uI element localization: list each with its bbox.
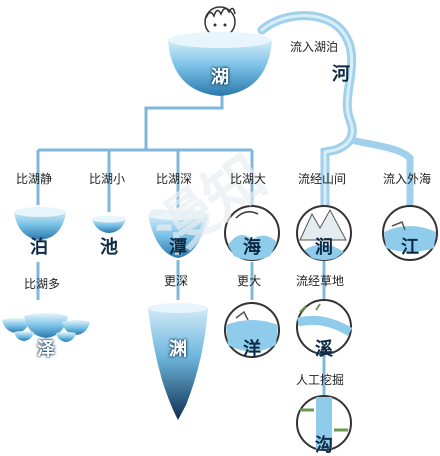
node-hai: 海 <box>243 237 261 258</box>
gou-circle <box>296 395 352 451</box>
node-bo: 泊 <box>30 237 48 258</box>
edge-into-lake: 流入湖泊 <box>290 40 339 54</box>
edge-more: 比湖多 <box>24 277 61 291</box>
ze-bowls <box>2 313 90 342</box>
edge-through-mountains: 流经山间 <box>298 172 347 186</box>
node-xi: 溪 <box>315 339 333 360</box>
lake-bowl <box>168 35 272 96</box>
edge-into-sea: 流入外海 <box>383 172 432 186</box>
node-yang: 洋 <box>243 339 261 360</box>
edge-bigger: 比湖大 <box>230 172 267 186</box>
jian-circle <box>296 205 352 261</box>
yuan-cone <box>148 304 208 420</box>
hai-circle <box>224 205 280 261</box>
node-gou: 沟 <box>315 435 333 456</box>
river-branch <box>346 136 414 209</box>
edge-man-made: 人工挖掘 <box>296 373 345 387</box>
bo-bowl <box>14 208 66 240</box>
node-ze: 泽 <box>37 339 55 360</box>
yang-circle <box>224 302 280 358</box>
jiang-circle <box>382 205 438 261</box>
edge-deeper: 比湖深 <box>156 172 193 186</box>
connector-lines <box>36 92 326 398</box>
tan-bowl <box>148 211 208 258</box>
edge-even-deeper: 更深 <box>164 274 189 288</box>
edge-even-bigger: 更大 <box>237 274 262 288</box>
node-yuan: 渊 <box>169 339 187 360</box>
xi-circle <box>296 299 353 355</box>
edge-through-grassland: 流经草地 <box>296 274 345 288</box>
node-jian: 涧 <box>315 237 333 258</box>
edge-calmer: 比湖静 <box>16 172 53 186</box>
node-he: 河 <box>332 64 350 85</box>
node-jiang: 江 <box>401 237 419 258</box>
node-tan: 潭 <box>169 237 187 258</box>
node-chi: 池 <box>100 237 118 258</box>
edge-smaller: 比湖小 <box>89 172 126 186</box>
node-hu: 湖 <box>211 67 229 88</box>
